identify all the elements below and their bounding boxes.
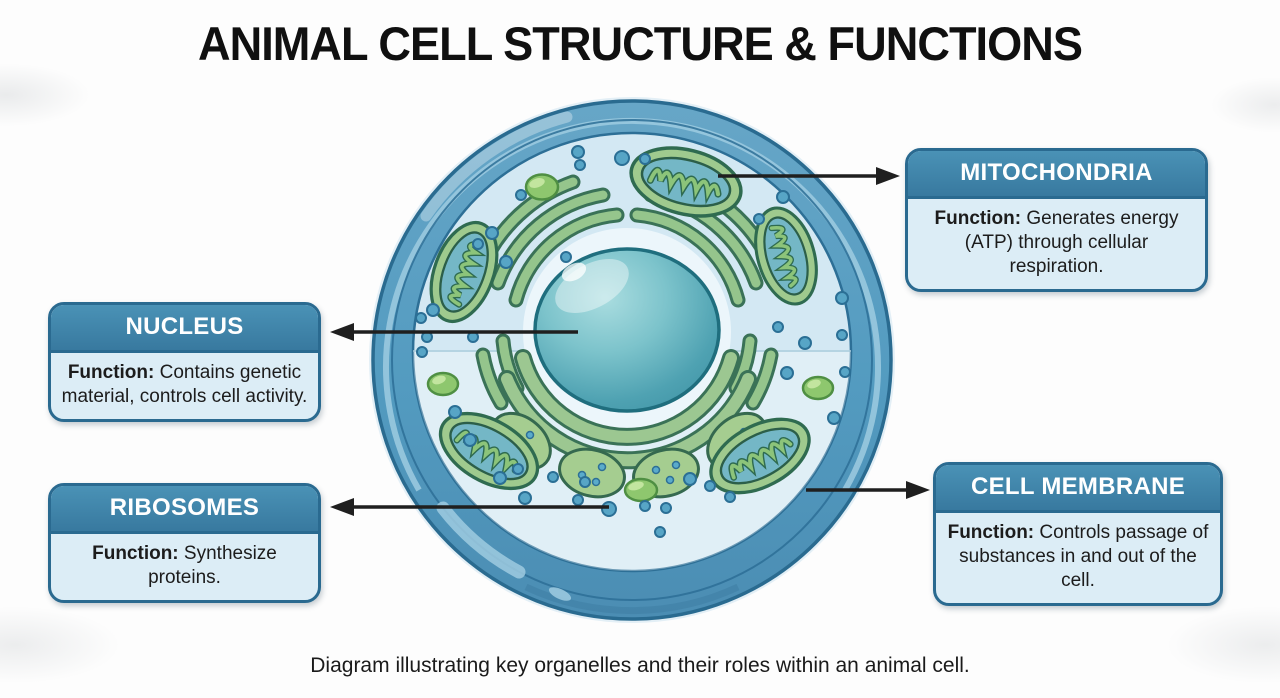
- callout-ribosomes: RIBOSOMES Function: Synthesize proteins.: [48, 483, 321, 604]
- function-text: Controls passage of substances in and ou…: [959, 522, 1209, 592]
- nucleus-graphic: [533, 247, 721, 413]
- mitochondrion-graphic: [709, 417, 811, 495]
- function-text: Contains genetic material, controls cell…: [61, 362, 308, 408]
- ribosome-dots: [415, 145, 851, 538]
- arrow-ribosomes: [330, 498, 609, 516]
- function-label: Function:: [934, 208, 1022, 229]
- callout-cell-membrane: CELL MEMBRANE Function: Controls passage…: [933, 462, 1223, 607]
- callout-mitochondria-title: MITOCHONDRIA: [908, 151, 1205, 199]
- callout-cell-membrane-title: CELL MEMBRANE: [936, 465, 1220, 513]
- function-text: Synthesize proteins.: [148, 543, 277, 589]
- function-label: Function:: [947, 522, 1035, 543]
- page-title: ANIMAL CELL STRUCTURE & FUNCTIONS: [197, 17, 1083, 70]
- callout-nucleus-function: Function: Contains genetic material, con…: [51, 353, 318, 419]
- function-label: Function:: [67, 362, 155, 383]
- caption: Diagram illustrating key organelles and …: [310, 654, 970, 677]
- callout-ribosomes-function: Function: Synthesize proteins.: [51, 534, 318, 600]
- function-label: Function:: [92, 543, 179, 564]
- vesicle-graphic: [426, 173, 835, 503]
- mitochondrion-graphic: [754, 206, 818, 306]
- mitochondrion-graphic: [629, 146, 743, 218]
- callout-nucleus-title: NUCLEUS: [51, 305, 318, 353]
- arrow-cell-membrane: [806, 481, 930, 499]
- callout-nucleus: NUCLEUS Function: Contains genetic mater…: [48, 302, 321, 423]
- callout-mitochondria-function: Function: Generates energy (ATP) through…: [908, 199, 1205, 289]
- arrow-nucleus: [330, 323, 578, 341]
- arrow-mitochondria: [718, 167, 900, 185]
- callout-cell-membrane-function: Function: Controls passage of substances…: [936, 513, 1220, 603]
- function-text: Generates energy (ATP) through cellular …: [964, 208, 1179, 278]
- callout-mitochondria: MITOCHONDRIA Function: Generates energy …: [905, 148, 1208, 293]
- callout-ribosomes-title: RIBOSOMES: [51, 486, 318, 534]
